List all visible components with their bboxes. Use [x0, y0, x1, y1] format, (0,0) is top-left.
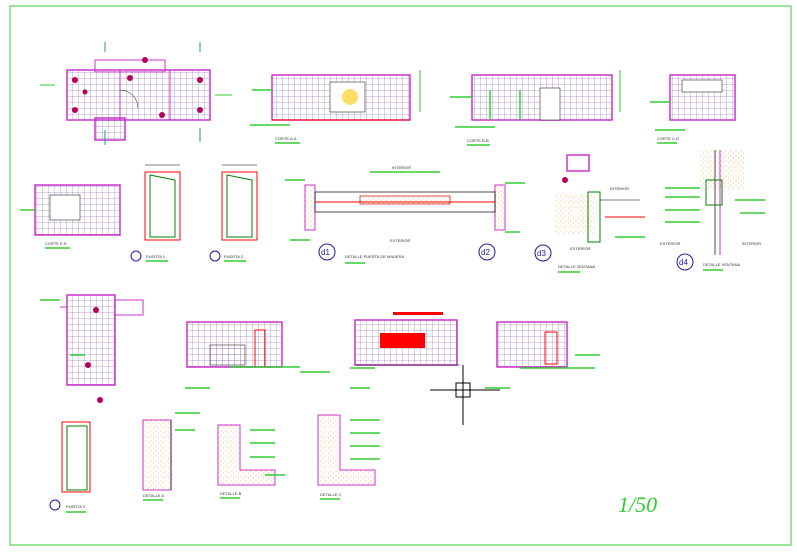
- sheet-border: [9, 5, 792, 546]
- tag-d3: d3: [537, 249, 546, 258]
- label-detalle-b: DETALLE B: [220, 491, 242, 496]
- label-detalle-c: DETALLE C: [320, 492, 342, 497]
- label-wood-door-interior: INTERIOR: [392, 165, 411, 170]
- label-d4-exterior: EXTERIOR: [660, 241, 681, 246]
- wall-detail-c[interactable]: DETALLE C: [317, 414, 380, 500]
- wood-door-detail[interactable]: INTERIOR EXTERIOR d1 d2 DETALLE PUERTA D…: [285, 165, 525, 264]
- section-e-elevation[interactable]: CORTE E-E: [20, 184, 121, 249]
- label-d3-exterior: EXTERIOR: [570, 246, 591, 251]
- wall-detail-b[interactable]: DETALLE B: [217, 424, 285, 499]
- window-detail-d3[interactable]: INTERIOR EXTERIOR d3 DETALLE VENTANA: [534, 154, 645, 273]
- label-corte-b: CORTE B-B: [467, 138, 489, 143]
- label-wood-door-exterior: EXTERIOR: [390, 238, 411, 243]
- label-puerta-2: PUERTA 2: [224, 254, 244, 259]
- plan-view-bottom[interactable]: [40, 294, 144, 403]
- label-d4-interior: INTERIOR: [742, 241, 761, 246]
- label-puerta-madera: DETALLE PUERTA DE MADERA: [345, 254, 404, 259]
- tag-d4: d4: [679, 258, 688, 267]
- tag-d1: d1: [321, 248, 330, 257]
- door-1-elevation[interactable]: PUERTA 1: [130, 164, 181, 262]
- label-corte-cd: CORTE C-D: [657, 136, 679, 141]
- plan-view-top[interactable]: [40, 42, 232, 145]
- section-f-elevation[interactable]: [185, 321, 330, 389]
- label-corte-e: CORTE E-E: [45, 241, 67, 246]
- door-2-elevation[interactable]: PUERTA 2: [209, 164, 258, 262]
- section-cd-elevation[interactable]: CORTE C-D: [650, 74, 736, 144]
- section-b-elevation[interactable]: CORTE B-B: [450, 70, 621, 146]
- cad-crosshair-cursor[interactable]: [430, 365, 500, 425]
- window-detail-d4[interactable]: EXTERIOR INTERIOR d4 DETALLE VENTANA: [660, 150, 765, 271]
- label-d3-interior: INTERIOR: [610, 186, 629, 191]
- label-corte-a: CORTE A-A: [275, 136, 297, 141]
- label-detalle-ventana-3: DETALLE VENTANA: [558, 264, 596, 269]
- label-detalle-ventana-4: DETALLE VENTANA: [703, 262, 741, 267]
- label-puerta-3: PUERTA 3: [66, 504, 86, 509]
- section-h-elevation[interactable]: [485, 321, 600, 389]
- section-a-elevation[interactable]: CORTE A-A: [250, 70, 421, 144]
- wall-detail-a[interactable]: DETALLE A: [142, 412, 200, 501]
- section-g-elevation[interactable]: [350, 312, 460, 389]
- label-puerta-1: PUERTA 1: [146, 254, 166, 259]
- drawing-scale: 1/50: [618, 492, 657, 517]
- tag-d2: d2: [481, 248, 490, 257]
- label-detalle-a: DETALLE A: [143, 493, 164, 498]
- door-3-elevation[interactable]: PUERTA 3: [49, 421, 91, 513]
